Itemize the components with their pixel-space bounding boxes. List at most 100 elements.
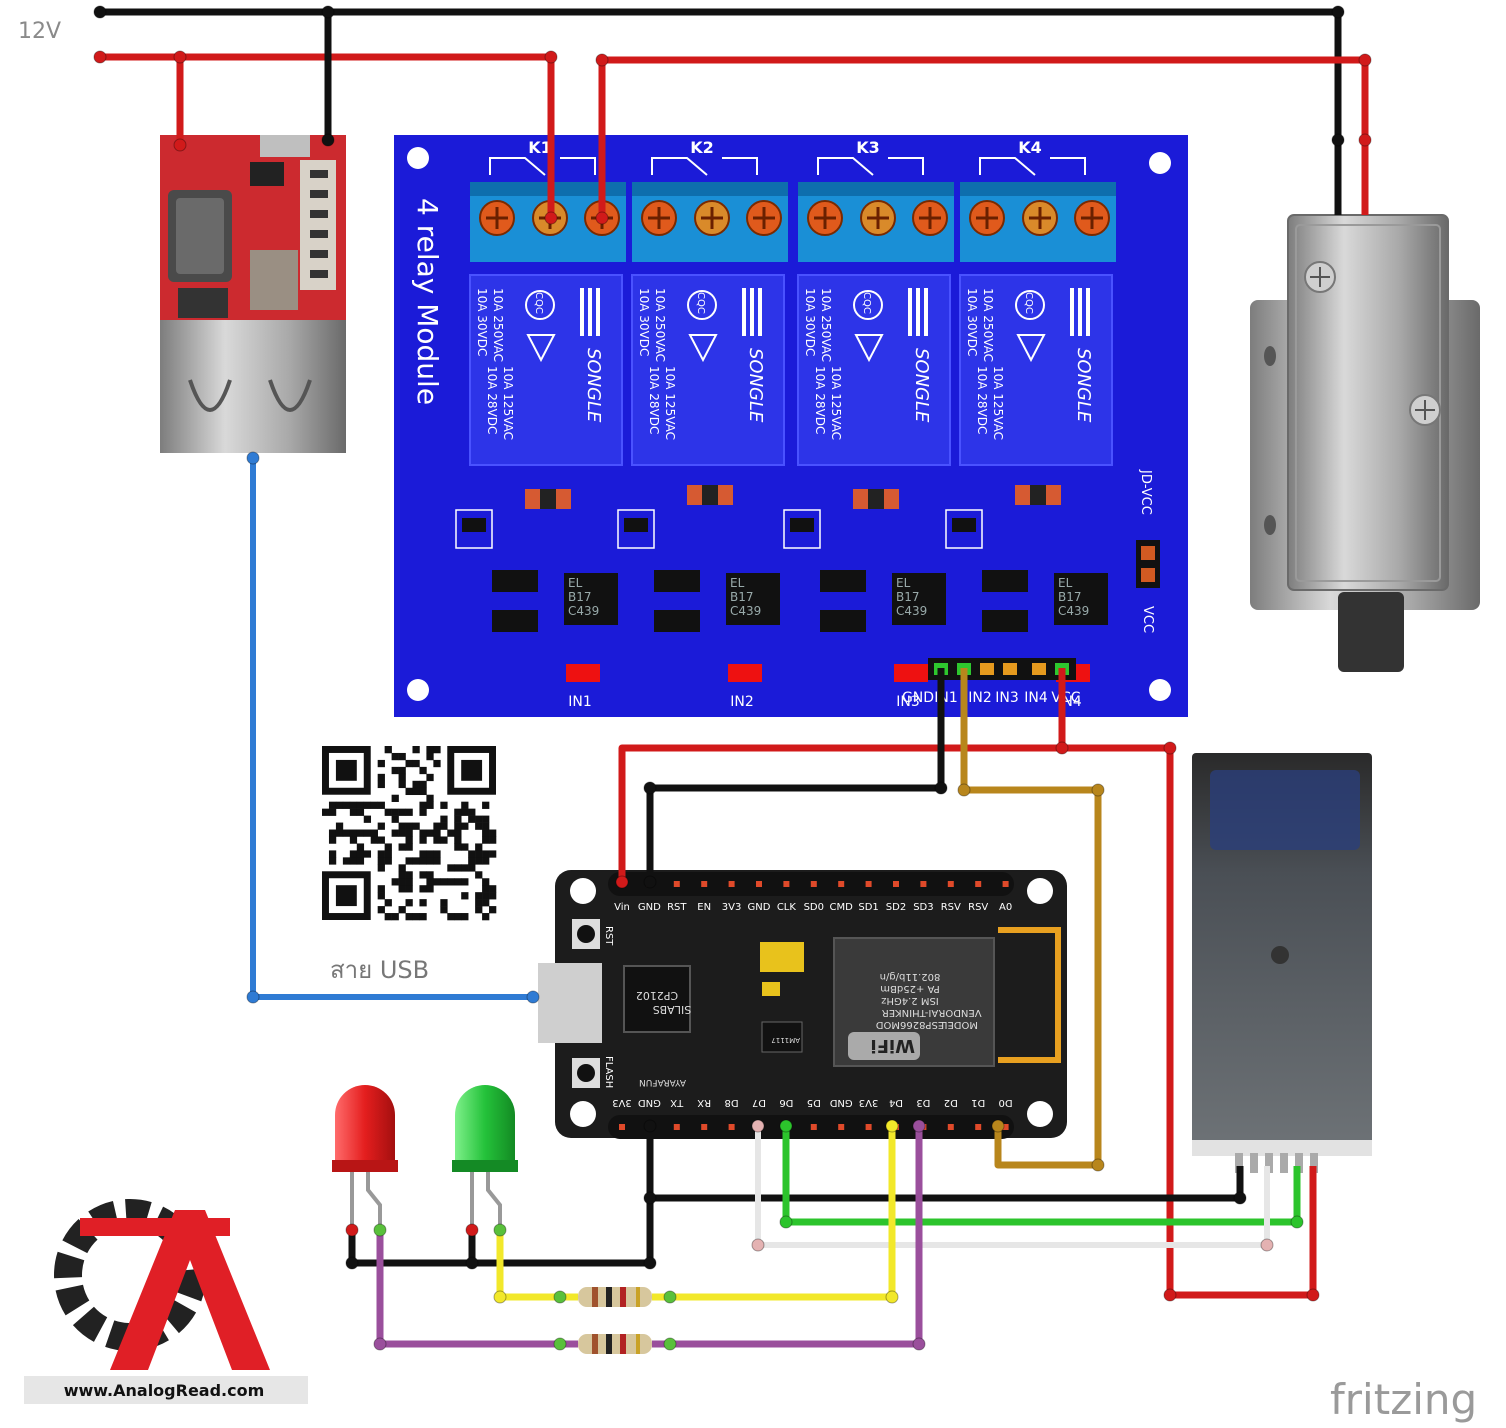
resistor-1 [578, 1287, 652, 1307]
usb-chip-model: CP2102 [636, 989, 678, 1002]
mcu-bottom-pin[interactable] [810, 1124, 817, 1130]
wire-joint [595, 211, 609, 225]
mcu-top-pin-label: SD1 [858, 902, 878, 913]
relay-brand-text: SONGLE [1073, 348, 1094, 423]
wire-joint [553, 1337, 567, 1351]
mcu-bottom-pin[interactable] [1002, 1124, 1009, 1130]
mcu-top-pin[interactable] [673, 881, 680, 887]
relay-header-pin[interactable] [1032, 663, 1046, 675]
wire-joint [1233, 1191, 1247, 1205]
relay-brand-text: SONGLE [911, 348, 932, 423]
wire [650, 1166, 1244, 1202]
optocoupler-text: B17 [896, 590, 920, 604]
mcu-top-pin[interactable] [947, 881, 954, 887]
solenoid-door-lock [1250, 214, 1480, 672]
usb-chip-brand: SILABS [653, 1003, 691, 1016]
mcu-top-pin-label: CMD [830, 902, 854, 913]
mcu-top-pin[interactable] [975, 881, 982, 887]
relay-rating-text: 10A 250VAC [981, 288, 995, 362]
relay-module-title: 4 relay Module [411, 198, 444, 405]
wire-joint [526, 990, 540, 1004]
wire-joint [246, 451, 260, 465]
mcu-bottom-pin[interactable] [673, 1124, 680, 1130]
relay-rating-text: 10A 125VAC [829, 366, 843, 440]
mcu-top-pin[interactable] [865, 881, 872, 887]
relay-rating-text: 10A 28VDC [647, 366, 661, 434]
jdvcc-jumper: JD-VCC VCC [1136, 469, 1160, 633]
relay-header-pin[interactable] [1003, 663, 1017, 675]
wire-joint [1358, 53, 1372, 67]
flash-button-label: FLASH [603, 1056, 614, 1088]
relay-rating-text: 10A 250VAC [653, 288, 667, 362]
mcu-top-pin-label: 3V3 [722, 902, 742, 913]
optocoupler-text: C439 [568, 604, 599, 618]
mcu-bottom-pin[interactable] [838, 1124, 845, 1130]
wire-joint [1055, 741, 1069, 755]
relay-cert-text: CQC [533, 292, 544, 314]
relay-rating-text: 10A 125VAC [663, 366, 677, 440]
relay-rating-text: 10A 125VAC [991, 366, 1005, 440]
optocoupler-text: EL [896, 576, 911, 590]
mcu-bottom-pin[interactable] [701, 1124, 708, 1130]
mcu-bottom-pin[interactable] [947, 1124, 954, 1130]
relay-input-label: IN3 [896, 694, 920, 710]
wire [598, 56, 1369, 218]
wire-joint [321, 5, 335, 19]
mcu-top-pin[interactable] [783, 881, 790, 887]
mcu-bottom-pin-label: 3V3 [859, 1097, 879, 1108]
esp-module-text: PA +25dBm [880, 983, 939, 994]
mcu-bottom-pin[interactable] [728, 1124, 735, 1130]
qr-code [322, 746, 497, 921]
wifi-logo: WiFi [871, 1035, 916, 1056]
wire-joint [1331, 133, 1345, 147]
wire-joint [663, 1290, 677, 1304]
wire-joint [643, 781, 657, 795]
mcu-top-pin[interactable] [810, 881, 817, 887]
mcu-top-pin[interactable] [728, 881, 735, 887]
wire-joint [93, 5, 107, 19]
mcu-top-pin[interactable] [838, 881, 845, 887]
relay-rating-text: 10A 30VDC [475, 288, 489, 356]
wire-joint [544, 211, 558, 225]
supply-label: 12V [18, 19, 61, 44]
wire-joint [493, 1290, 507, 1304]
mcu-top-pin-label: CLK [777, 902, 797, 913]
wire-joint [1331, 5, 1345, 19]
mcu-bottom-pin[interactable] [975, 1124, 982, 1130]
wire-joint [643, 875, 657, 889]
relay-input-label: IN2 [730, 694, 754, 710]
relay-rating-text: 10A 125VAC [501, 366, 515, 440]
resistor-2 [578, 1334, 652, 1354]
mcu-bottom-pin-label: D2 [944, 1097, 958, 1108]
mcu-bottom-pin-label: D5 [807, 1097, 821, 1108]
mcu-top-pin[interactable] [1002, 881, 1009, 887]
wire [376, 1230, 578, 1348]
wire-joint [1358, 133, 1372, 147]
relay-rating-text: 10A 28VDC [813, 366, 827, 434]
relay-rating-text: 10A 30VDC [637, 288, 651, 356]
mcu-bottom-pin[interactable] [619, 1124, 625, 1130]
wire-joint [751, 1119, 765, 1133]
wire-joint [779, 1215, 793, 1229]
relay-brand-text: SONGLE [583, 348, 604, 423]
mcu-top-pin-label: RSV [941, 902, 961, 913]
wire-joint [1091, 1158, 1105, 1172]
mcu-bottom-pin-label: D7 [752, 1097, 766, 1108]
mcu-top-pin[interactable] [756, 881, 762, 887]
usb-cable-label: สาย USB [330, 956, 429, 984]
relay-header-pin[interactable] [980, 663, 994, 675]
mcu-top-pin[interactable] [920, 881, 927, 887]
mcu-top-pin[interactable] [893, 881, 899, 887]
mcu-top-pin[interactable] [701, 881, 708, 887]
wire-joint [345, 1256, 359, 1270]
optocoupler-text: B17 [1058, 590, 1082, 604]
mcu-bottom-pin-label: TX [670, 1097, 684, 1108]
wire-joint [373, 1223, 387, 1237]
wire-joint [912, 1337, 926, 1351]
mcu-bottom-pin[interactable] [865, 1124, 872, 1130]
